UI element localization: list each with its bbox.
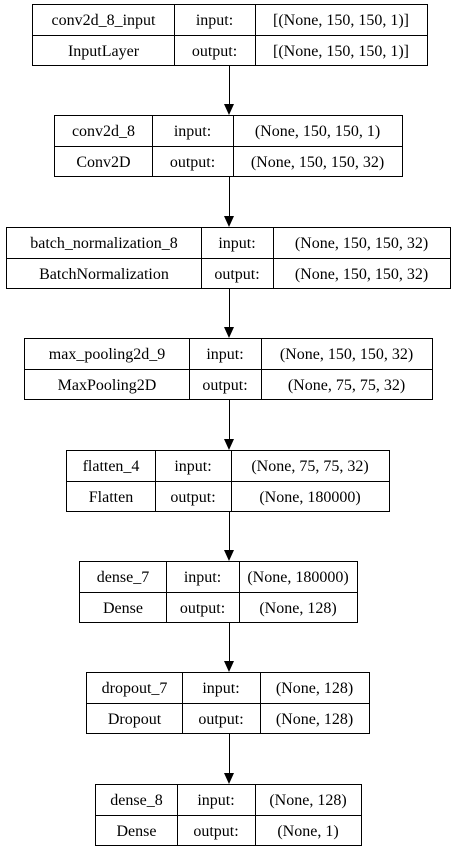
input-shape: (None, 150, 150, 32) [294, 234, 429, 252]
layer-type: Flatten [88, 488, 134, 506]
row-divider [87, 703, 182, 704]
row-divider [182, 703, 369, 704]
arrow-head-icon [224, 104, 234, 115]
row-divider [33, 35, 174, 36]
row-divider [201, 258, 450, 259]
layer-name: dense_7 [96, 568, 150, 586]
output-label: output: [214, 265, 260, 283]
output-shape: (None, 1) [277, 822, 339, 840]
input-shape: (None, 128) [269, 791, 347, 809]
input-shape: (None, 75, 75, 32) [251, 457, 369, 475]
row-divider [7, 258, 201, 259]
output-shape: (None, 128) [275, 710, 354, 728]
output-label: output: [191, 42, 238, 60]
layer-type: Conv2D [76, 153, 131, 171]
arrow-head-icon [224, 327, 234, 338]
output-label: output: [193, 822, 239, 840]
output-shape: (None, 180000) [259, 488, 361, 506]
layer-name: dropout_7 [101, 679, 168, 697]
connector-arrow [229, 623, 230, 661]
input-label: input: [183, 568, 222, 586]
arrow-head-icon [224, 439, 234, 450]
input-shape: (None, 128) [275, 679, 354, 697]
layer-name: dense_8 [110, 791, 163, 809]
output-label: output: [202, 376, 248, 394]
input-label: input: [218, 234, 256, 252]
input-label: input: [197, 791, 235, 809]
layer-type: InputLayer [67, 42, 140, 60]
connector-arrow [229, 734, 230, 773]
row-divider [177, 815, 361, 816]
row-divider [67, 481, 155, 482]
output-label: output: [198, 710, 244, 728]
arrow-head-icon [224, 773, 234, 784]
input-label: input: [174, 457, 212, 475]
output-label: output: [179, 599, 226, 617]
input-shape: (None, 150, 150, 1) [254, 122, 381, 140]
connector-arrow [229, 177, 230, 216]
connector-arrow [229, 400, 230, 439]
input-label: input: [206, 345, 244, 363]
row-divider [55, 146, 152, 147]
row-divider [96, 815, 177, 816]
output-shape: [(None, 150, 150, 1)] [273, 42, 409, 60]
row-divider [166, 592, 357, 593]
input-shape: (None, 180000) [247, 568, 349, 586]
output-shape: (None, 75, 75, 32) [287, 376, 406, 394]
connector-arrow [229, 289, 230, 327]
output-shape: (None, 128) [259, 599, 337, 617]
layer-type: Dropout [107, 710, 162, 728]
layer-name: batch_normalization_8 [30, 234, 178, 252]
output-label: output: [169, 153, 216, 171]
row-divider [174, 35, 427, 36]
row-divider [25, 369, 189, 370]
row-divider [152, 146, 402, 147]
arrow-head-icon [224, 550, 234, 561]
output-shape: (None, 150, 150, 32) [250, 153, 385, 171]
input-label: input: [173, 122, 212, 140]
input-label: input: [202, 679, 240, 697]
layer-type: Dense [116, 822, 157, 840]
layer-type: BatchNormalization [39, 265, 169, 283]
arrow-head-icon [224, 661, 234, 672]
output-shape: (None, 150, 150, 32) [294, 265, 429, 283]
arrow-head-icon [224, 216, 234, 227]
row-divider [155, 481, 389, 482]
connector-arrow [229, 66, 230, 104]
layer-type: MaxPooling2D [57, 376, 157, 394]
layer-name: conv2d_8 [71, 122, 136, 140]
layer-type: Dense [103, 599, 143, 617]
layer-name: conv2d_8_input [51, 11, 156, 29]
input-shape: (None, 150, 150, 32) [279, 345, 414, 363]
row-divider [80, 592, 166, 593]
input-shape: [(None, 150, 150, 1)] [273, 11, 409, 29]
layer-name: max_pooling2d_9 [48, 345, 166, 363]
output-label: output: [170, 488, 216, 506]
input-label: input: [195, 11, 234, 29]
row-divider [189, 369, 432, 370]
connector-arrow [229, 512, 230, 550]
layer-name: flatten_4 [82, 457, 140, 475]
